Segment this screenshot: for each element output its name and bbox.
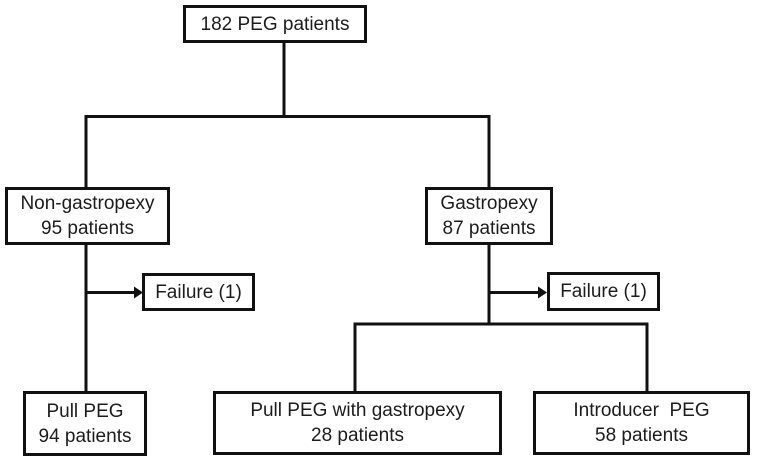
node-label: Introducer PEG <box>573 400 710 421</box>
node-pull-peg-with-gastropexy: Pull PEG with gastropexy 28 patients <box>213 391 502 455</box>
node-pull-peg: Pull PEG 94 patients <box>23 391 147 456</box>
node-non-gastropexy: Non-gastropexy 95 patients <box>5 187 170 245</box>
node-label: Non-gastropexy <box>20 193 155 214</box>
node-label: Gastropexy <box>440 193 538 214</box>
node-label: 182 PEG patients <box>200 13 350 35</box>
node-sublabel: 94 patients <box>38 425 132 447</box>
node-sublabel: 58 patients <box>595 425 688 446</box>
node-label: Failure (1) <box>560 281 647 302</box>
node-sublabel: 87 patients <box>442 218 536 239</box>
node-label: Pull PEG <box>46 400 124 422</box>
node-label: Pull PEG with gastropexy <box>250 400 465 421</box>
arrowhead-left-failure-icon <box>134 286 143 299</box>
arrowhead-right-failure-icon <box>538 286 547 299</box>
node-failure-gastropexy: Failure (1) <box>547 272 660 311</box>
node-gastropexy: Gastropexy 87 patients <box>425 187 553 245</box>
node-label: Failure (1) <box>155 281 242 303</box>
node-182-peg-patients: 182 PEG patients <box>183 5 367 43</box>
node-sublabel: 28 patients <box>311 425 404 446</box>
node-introducer-peg: Introducer PEG 58 patients <box>533 391 750 455</box>
node-sublabel: 95 patients <box>41 218 134 239</box>
node-failure-non-gastropexy: Failure (1) <box>142 273 255 311</box>
